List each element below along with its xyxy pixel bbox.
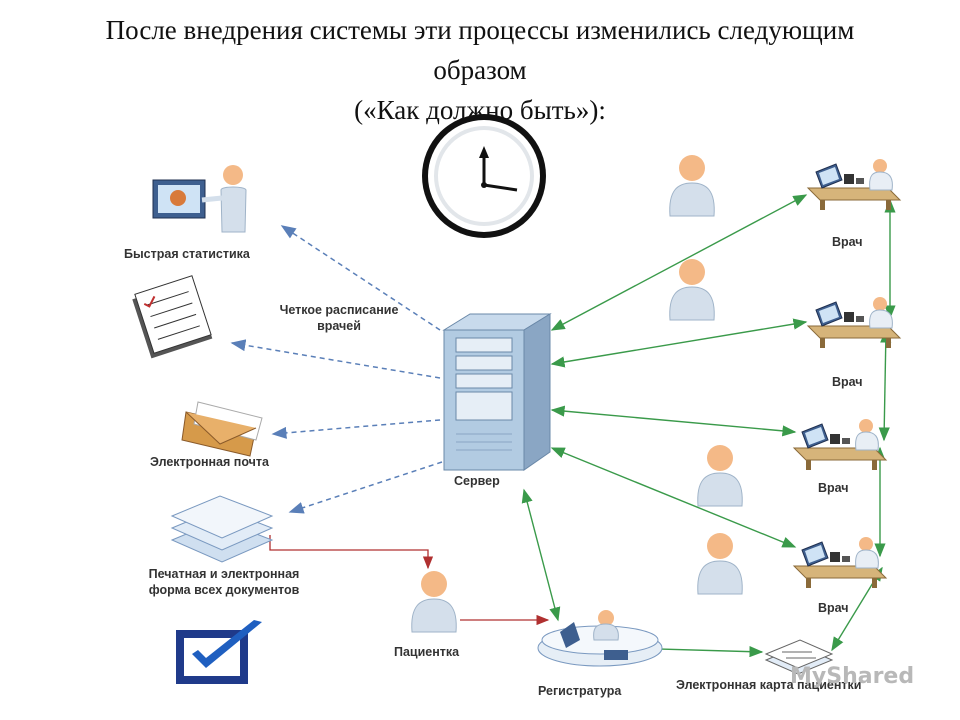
label-stats: Быстрая статистика <box>124 247 250 261</box>
label-patient: Пациентка <box>394 645 460 659</box>
arrow-to-schedule <box>230 339 441 379</box>
label-doctor-2: Врач <box>832 375 863 389</box>
doctor-desk-icon <box>807 296 901 349</box>
checkmark-logo-icon <box>176 620 262 684</box>
doctor-desk-icon <box>793 536 887 589</box>
clock-icon <box>422 114 546 238</box>
reception-desk-icon <box>537 610 663 667</box>
label-schedule-line-1: Четкое расписание <box>279 303 399 317</box>
person-icon <box>669 258 715 321</box>
label-doctor-1: Врач <box>832 235 863 249</box>
arrow-server-registry <box>521 488 561 622</box>
patient-person-icon <box>411 570 457 633</box>
label-server: Сервер <box>454 474 500 488</box>
arrow-server-doctor-2 <box>550 318 808 368</box>
checklist-icon <box>132 275 213 359</box>
title-line-1: После внедрения системы эти процессы изм… <box>105 15 855 45</box>
person-icon <box>697 444 743 507</box>
arrow-server-doctor-1 <box>550 194 808 331</box>
doctor-desk-icon <box>807 158 901 211</box>
arrow-doctor2-doctor3 <box>878 328 892 442</box>
label-registry: Регистратура <box>538 684 622 698</box>
arrow-docs-to-patient <box>269 535 434 570</box>
label-schedule: Четкое расписание врачей <box>264 302 414 334</box>
presenter-icon <box>152 165 247 233</box>
watermark: MyShared <box>790 664 915 689</box>
arrow-to-email <box>271 419 441 439</box>
envelope-icon <box>181 401 263 457</box>
arrow-to-stats <box>280 225 441 331</box>
arrow-to-documents <box>288 461 443 514</box>
documents-icon <box>170 495 274 563</box>
label-schedule-line-2: врачей <box>317 319 361 333</box>
label-email: Электронная почта <box>150 455 269 469</box>
label-documents: Печатная и электронная форма всех докуме… <box>126 566 322 598</box>
arrow-server-doctor-3 <box>550 405 797 437</box>
label-patient-card: Электронная карта пациентки <box>676 678 862 692</box>
person-icon <box>697 532 743 595</box>
arrow-server-doctor-4 <box>550 447 797 548</box>
title-line-2: образом <box>433 55 527 85</box>
doctor-desk-icon <box>793 418 887 471</box>
patient-card-icon <box>764 639 834 675</box>
person-icon <box>669 154 715 217</box>
label-documents-line-1: Печатная и электронная <box>148 567 300 581</box>
label-doctor-4: Врач <box>818 601 849 615</box>
label-doctor-3: Врач <box>818 481 849 495</box>
page-title: После внедрения системы эти процессы изм… <box>0 10 960 130</box>
label-documents-line-2: форма всех документов <box>148 583 300 597</box>
dashed-arrows <box>230 225 443 514</box>
server-icon <box>442 313 552 471</box>
